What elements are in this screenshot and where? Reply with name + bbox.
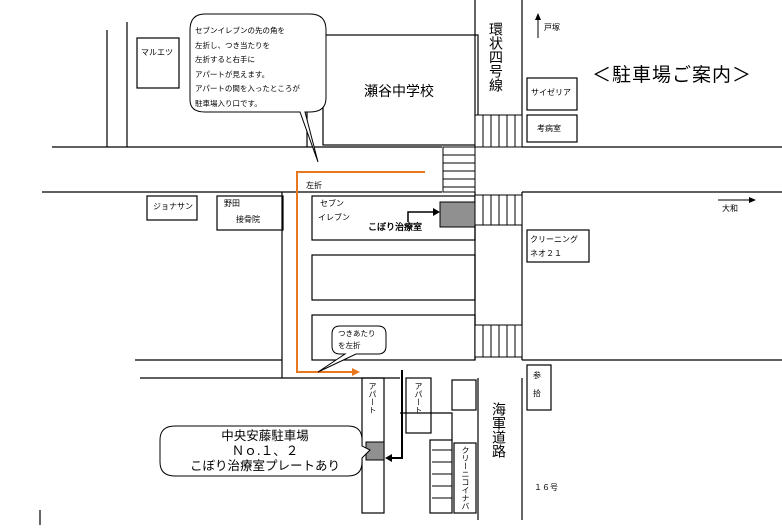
maruetsu-block <box>136 37 180 89</box>
label-seven-2: イレブン <box>318 213 350 222</box>
label-clinic: こぼり治療室 <box>368 223 423 233</box>
middle-block <box>311 254 476 301</box>
parking-stalls <box>429 439 453 514</box>
label-jonathan: ジョナサン <box>153 202 193 211</box>
noda-block <box>216 195 284 231</box>
label-seven-1: セブン <box>320 199 344 208</box>
callout-mid-line: つきあたり <box>338 329 376 338</box>
route-arrowhead <box>352 368 360 376</box>
parking-line: こぼり治療室プレートあり <box>189 458 340 473</box>
label-noda-2: 接骨院 <box>236 215 260 224</box>
parking-callout-bubble <box>159 425 371 477</box>
label-sanbashi: 参 <box>533 371 541 380</box>
north-arrow-icon <box>535 13 541 20</box>
label-maruetsu: マルエツ <box>141 48 173 57</box>
clinic-pointer <box>407 211 436 222</box>
callout-top-text: セブンイレブンの先の角を 左折し、つき当たりを 左折すると右手に アパートが見え… <box>195 24 323 111</box>
clinic-marker <box>439 201 476 228</box>
parking-line: Ｎｏ.１、２ <box>231 443 299 458</box>
callout-top-line: アパートが見えます。 <box>195 69 270 79</box>
label-apart-2: アパート <box>414 382 423 414</box>
callout-top-line: 駐車場入り口です。 <box>195 98 262 108</box>
label-cleaning-inaba: クリーニコイナバ <box>461 446 470 510</box>
road-label-kaigun: 海軍道路 <box>490 402 506 458</box>
callout-mid-text: つきあたり を左折 <box>338 328 388 352</box>
parking-callout-text: 中央安藤駐車場 Ｎｏ.１、２ こぼり治療室プレートあり <box>170 428 360 473</box>
road-label-route16: １６号 <box>534 483 558 492</box>
cleaning-block <box>526 229 590 263</box>
parking-line: 中央安藤駐車場 <box>221 428 309 443</box>
page-title: ＜駐車場ご案内＞ <box>592 64 753 86</box>
yamato-arrow-icon <box>749 197 756 203</box>
label-seya-school: 瀬谷中学校 <box>364 84 434 100</box>
pharmacy-block <box>526 114 578 143</box>
crosswalks <box>432 114 523 499</box>
sanbashi-block <box>526 364 552 411</box>
callout-top-bubble <box>189 13 327 163</box>
apart-side-block <box>451 379 477 411</box>
entry-path <box>389 370 403 459</box>
label-turn-left: 左折 <box>306 181 322 190</box>
callout-top-line: アパートの間を入ったところが <box>195 84 300 93</box>
label-apart-1: アパート <box>368 382 377 414</box>
route-path <box>296 171 425 373</box>
callout-mid-bubble <box>317 325 387 373</box>
callout-top-line: 左折すると右手に <box>195 55 255 64</box>
label-saizeriya: サイゼリア <box>531 88 571 97</box>
lot-edge <box>400 412 453 440</box>
label-pharmacy: 考病室 <box>537 124 561 133</box>
callout-mid-line: を左折 <box>338 341 361 350</box>
label-cleaning-1: クリーニング <box>530 235 578 244</box>
label-sanbashi-2: 拾 <box>533 389 541 398</box>
direction-label-tozuka: 戸塚 <box>544 23 560 32</box>
entry-arrowhead <box>385 454 392 462</box>
direction-label-yamato: 大和 <box>722 204 738 213</box>
saizeriya-block <box>526 77 578 111</box>
callout-top-line: 左折し、つき当たりを <box>195 40 270 50</box>
clinic-pointer-head <box>433 208 440 216</box>
label-noda-1: 野田 <box>224 199 240 208</box>
jonathan-block <box>146 195 198 221</box>
cleaning-inaba-block <box>453 442 477 514</box>
label-cleaning-2: ネオ２１ <box>530 249 562 258</box>
road-label-kanjo4: 環状四号線 <box>487 22 503 92</box>
apart-2-block <box>405 377 432 434</box>
callout-top-line: セブンイレブンの先の角を <box>195 26 285 35</box>
